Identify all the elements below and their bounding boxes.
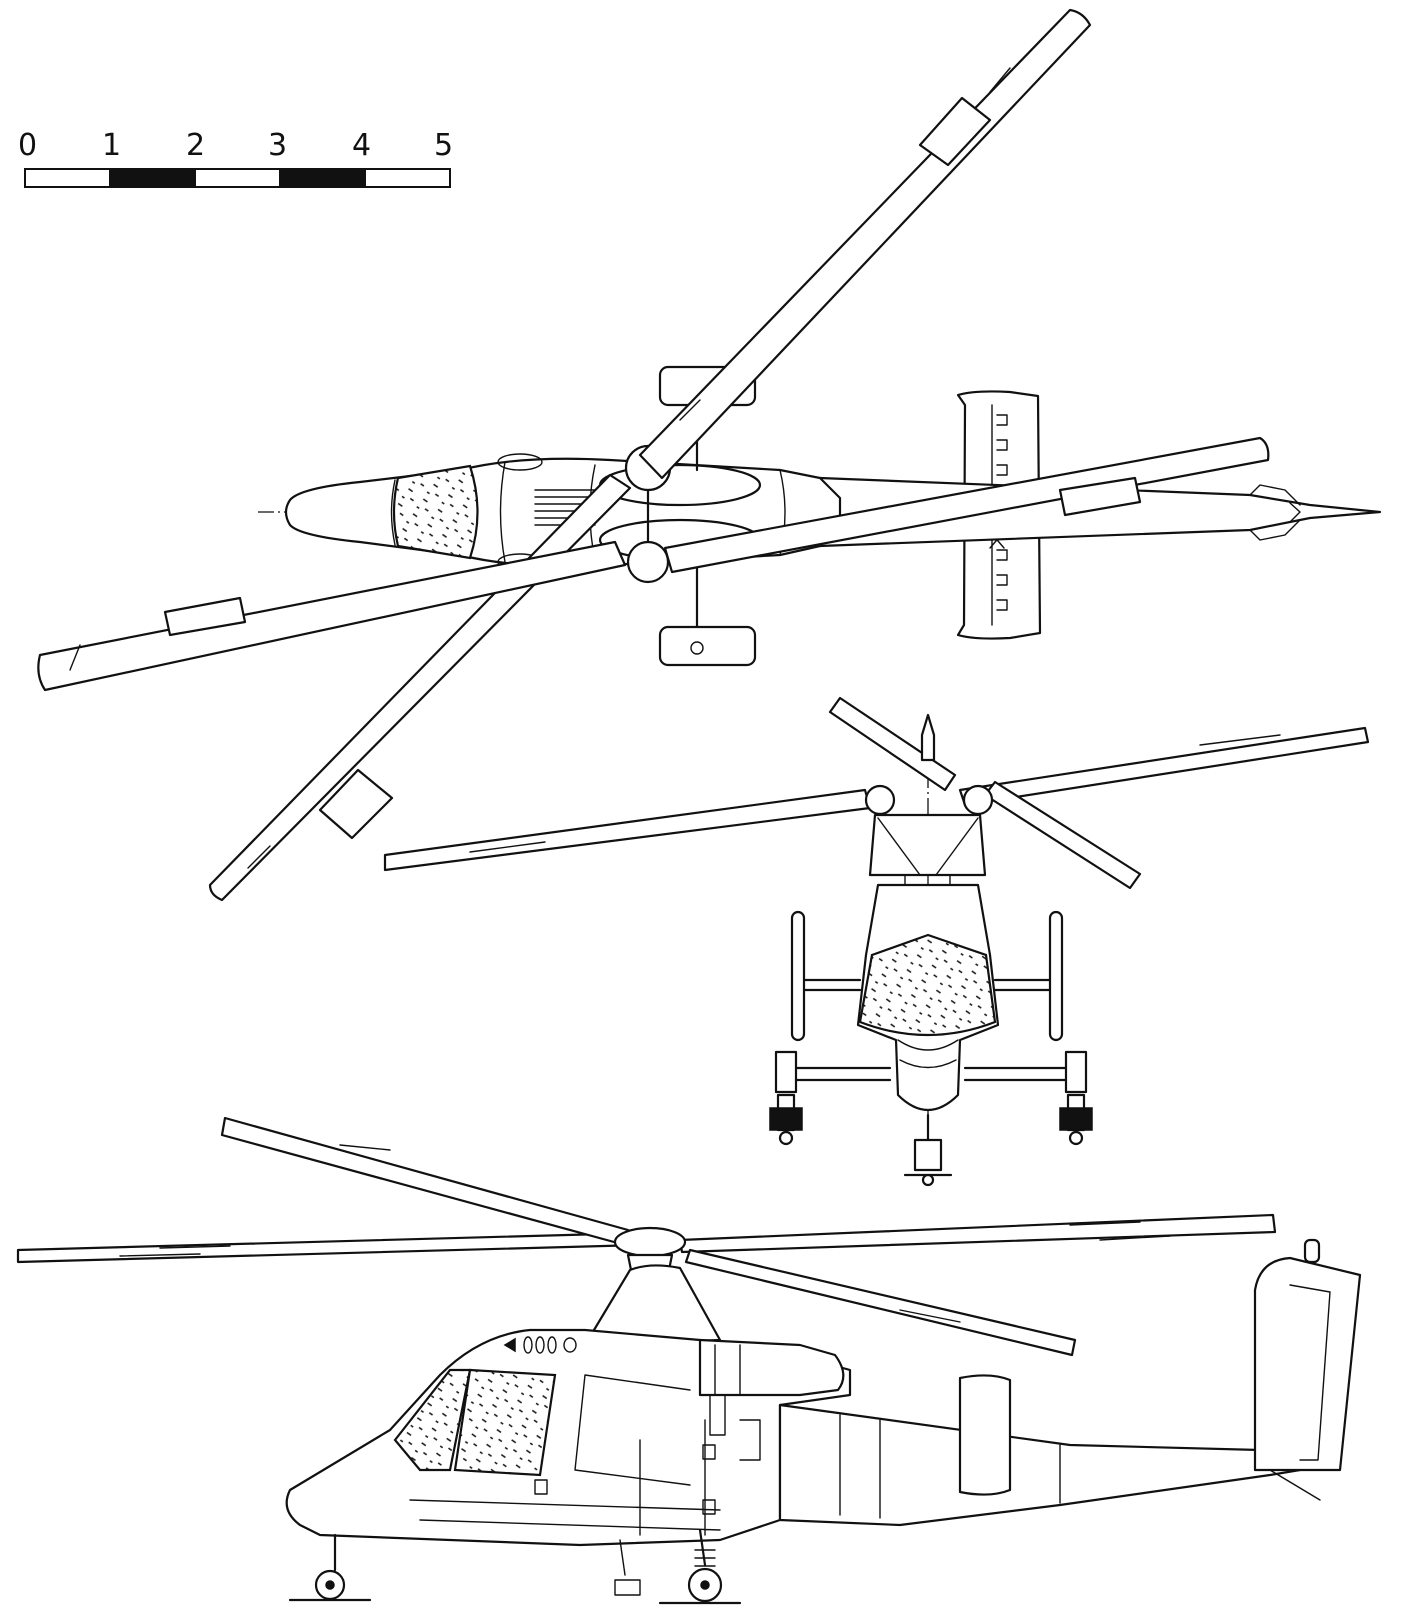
front-view-main-gear-left bbox=[769, 1050, 803, 1146]
side-view bbox=[16, 1116, 1362, 1605]
scale-label-3: 3 bbox=[268, 128, 287, 163]
scale-label-5: 5 bbox=[434, 128, 453, 163]
side-view-upper-windows bbox=[503, 1336, 577, 1354]
top-view-canopy bbox=[392, 464, 479, 560]
scale-label-2: 2 bbox=[186, 128, 205, 163]
side-view-engine bbox=[698, 1338, 845, 1397]
scale-segment-3 bbox=[194, 168, 281, 188]
front-view-rotor-blade-right bbox=[958, 726, 1370, 807]
side-view-rotor-blade-left bbox=[16, 1231, 642, 1264]
scale-segment-1 bbox=[24, 168, 111, 188]
side-view-windshield bbox=[393, 1368, 472, 1472]
front-view-windshield bbox=[858, 933, 997, 1037]
side-view-rotor-hub bbox=[613, 1226, 687, 1258]
scale-label-4: 4 bbox=[352, 128, 371, 163]
side-view-tail-boom bbox=[778, 1403, 1312, 1527]
scale-segment-5 bbox=[364, 168, 451, 188]
front-view bbox=[383, 696, 1370, 1187]
front-view-rotor-blade-left bbox=[383, 788, 872, 872]
top-view-rotor-blade-4 bbox=[37, 540, 627, 692]
scale-bar: 0 1 2 3 4 5 bbox=[18, 128, 453, 188]
side-view-vertical-fin bbox=[1253, 1256, 1362, 1472]
top-view-main-gear-right bbox=[658, 625, 757, 667]
side-view-rotor-blade-back-left bbox=[220, 1116, 630, 1247]
front-view-rotor-blade-back-left bbox=[828, 696, 957, 792]
front-view-rotor-blade-back-right bbox=[983, 780, 1142, 890]
side-view-pylon bbox=[583, 1264, 722, 1347]
front-view-rotor-hub-left bbox=[864, 784, 896, 816]
front-view-pylon bbox=[868, 813, 987, 877]
side-view-nose-gear bbox=[288, 1533, 372, 1602]
front-view-tail-fin-left bbox=[790, 910, 806, 1042]
top-view-rotor-hub-right bbox=[626, 540, 670, 584]
scale-segment-4 bbox=[279, 168, 366, 188]
side-view-stabilizer-endplate bbox=[958, 1374, 1012, 1496]
scale-label-0: 0 bbox=[18, 128, 37, 163]
scale-segment-2 bbox=[109, 168, 196, 188]
top-view bbox=[37, 8, 1382, 902]
front-view-main-gear-right bbox=[1059, 1050, 1093, 1146]
side-view-cabin-window bbox=[453, 1368, 557, 1477]
front-view-nose-gear bbox=[903, 1113, 953, 1187]
side-view-main-gear bbox=[614, 1528, 742, 1605]
side-view-rotor-blade-back-right bbox=[684, 1248, 1077, 1357]
top-view-rotor-blade-3 bbox=[663, 436, 1270, 574]
front-view-rotor-hub-right bbox=[962, 784, 994, 816]
scale-label-1: 1 bbox=[102, 128, 121, 163]
front-view-tail-fin-right bbox=[1048, 910, 1064, 1042]
side-view-rotor-blade-right bbox=[678, 1213, 1277, 1254]
